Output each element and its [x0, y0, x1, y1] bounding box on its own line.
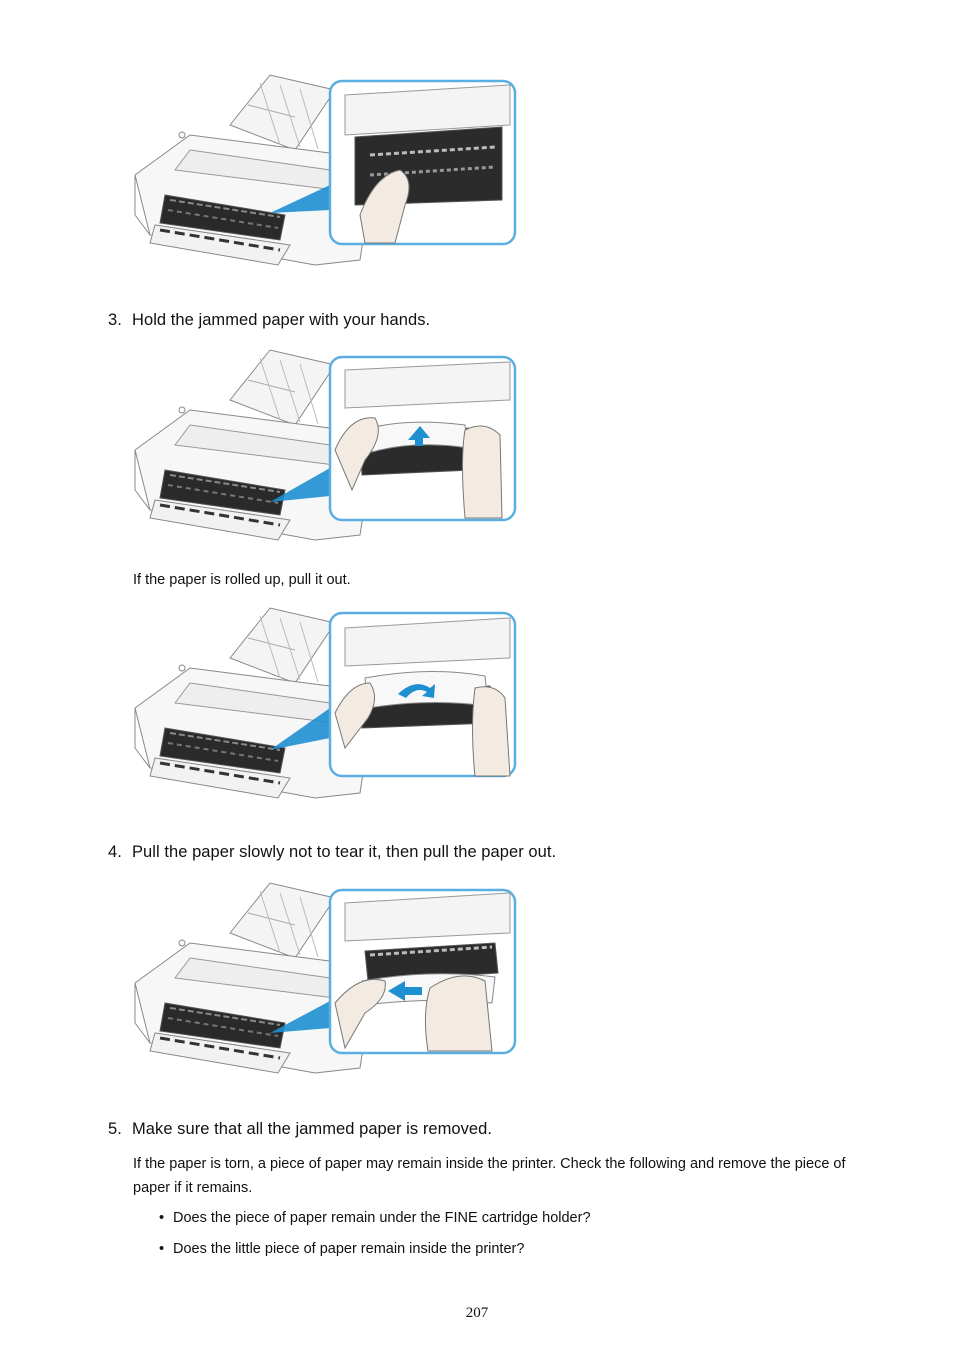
step-text: Make sure that all the jammed paper is r…: [132, 1120, 492, 1138]
illustration-rolled-paper: [130, 598, 530, 808]
step-4: 4.Pull the paper slowly not to tear it, …: [108, 843, 556, 862]
step-number: 5.: [108, 1120, 132, 1139]
page-number: 207: [0, 1305, 954, 1322]
bullet-symbol: •: [159, 1241, 173, 1257]
step-number: 3.: [108, 311, 132, 330]
bullet-symbol: •: [159, 1210, 173, 1226]
illustration-hold-paper: [130, 340, 530, 550]
step-3: 3.Hold the jammed paper with your hands.: [108, 311, 430, 330]
step-number: 4.: [108, 843, 132, 862]
illustration-pull-paper: [130, 873, 530, 1083]
note-rolled-up: If the paper is rolled up, pull it out.: [133, 568, 351, 592]
bullet-item: •Does the little piece of paper remain i…: [159, 1241, 524, 1257]
bullet-text: Does the piece of paper remain under the…: [173, 1210, 591, 1226]
illustration-open-cover: [130, 65, 530, 275]
step-text: Pull the paper slowly not to tear it, th…: [132, 843, 556, 861]
bullet-item: •Does the piece of paper remain under th…: [159, 1210, 591, 1226]
step-5: 5.Make sure that all the jammed paper is…: [108, 1120, 492, 1139]
step-text: Hold the jammed paper with your hands.: [132, 311, 430, 329]
bullet-text: Does the little piece of paper remain in…: [173, 1241, 524, 1257]
note-torn-paper: If the paper is torn, a piece of paper m…: [133, 1152, 863, 1200]
